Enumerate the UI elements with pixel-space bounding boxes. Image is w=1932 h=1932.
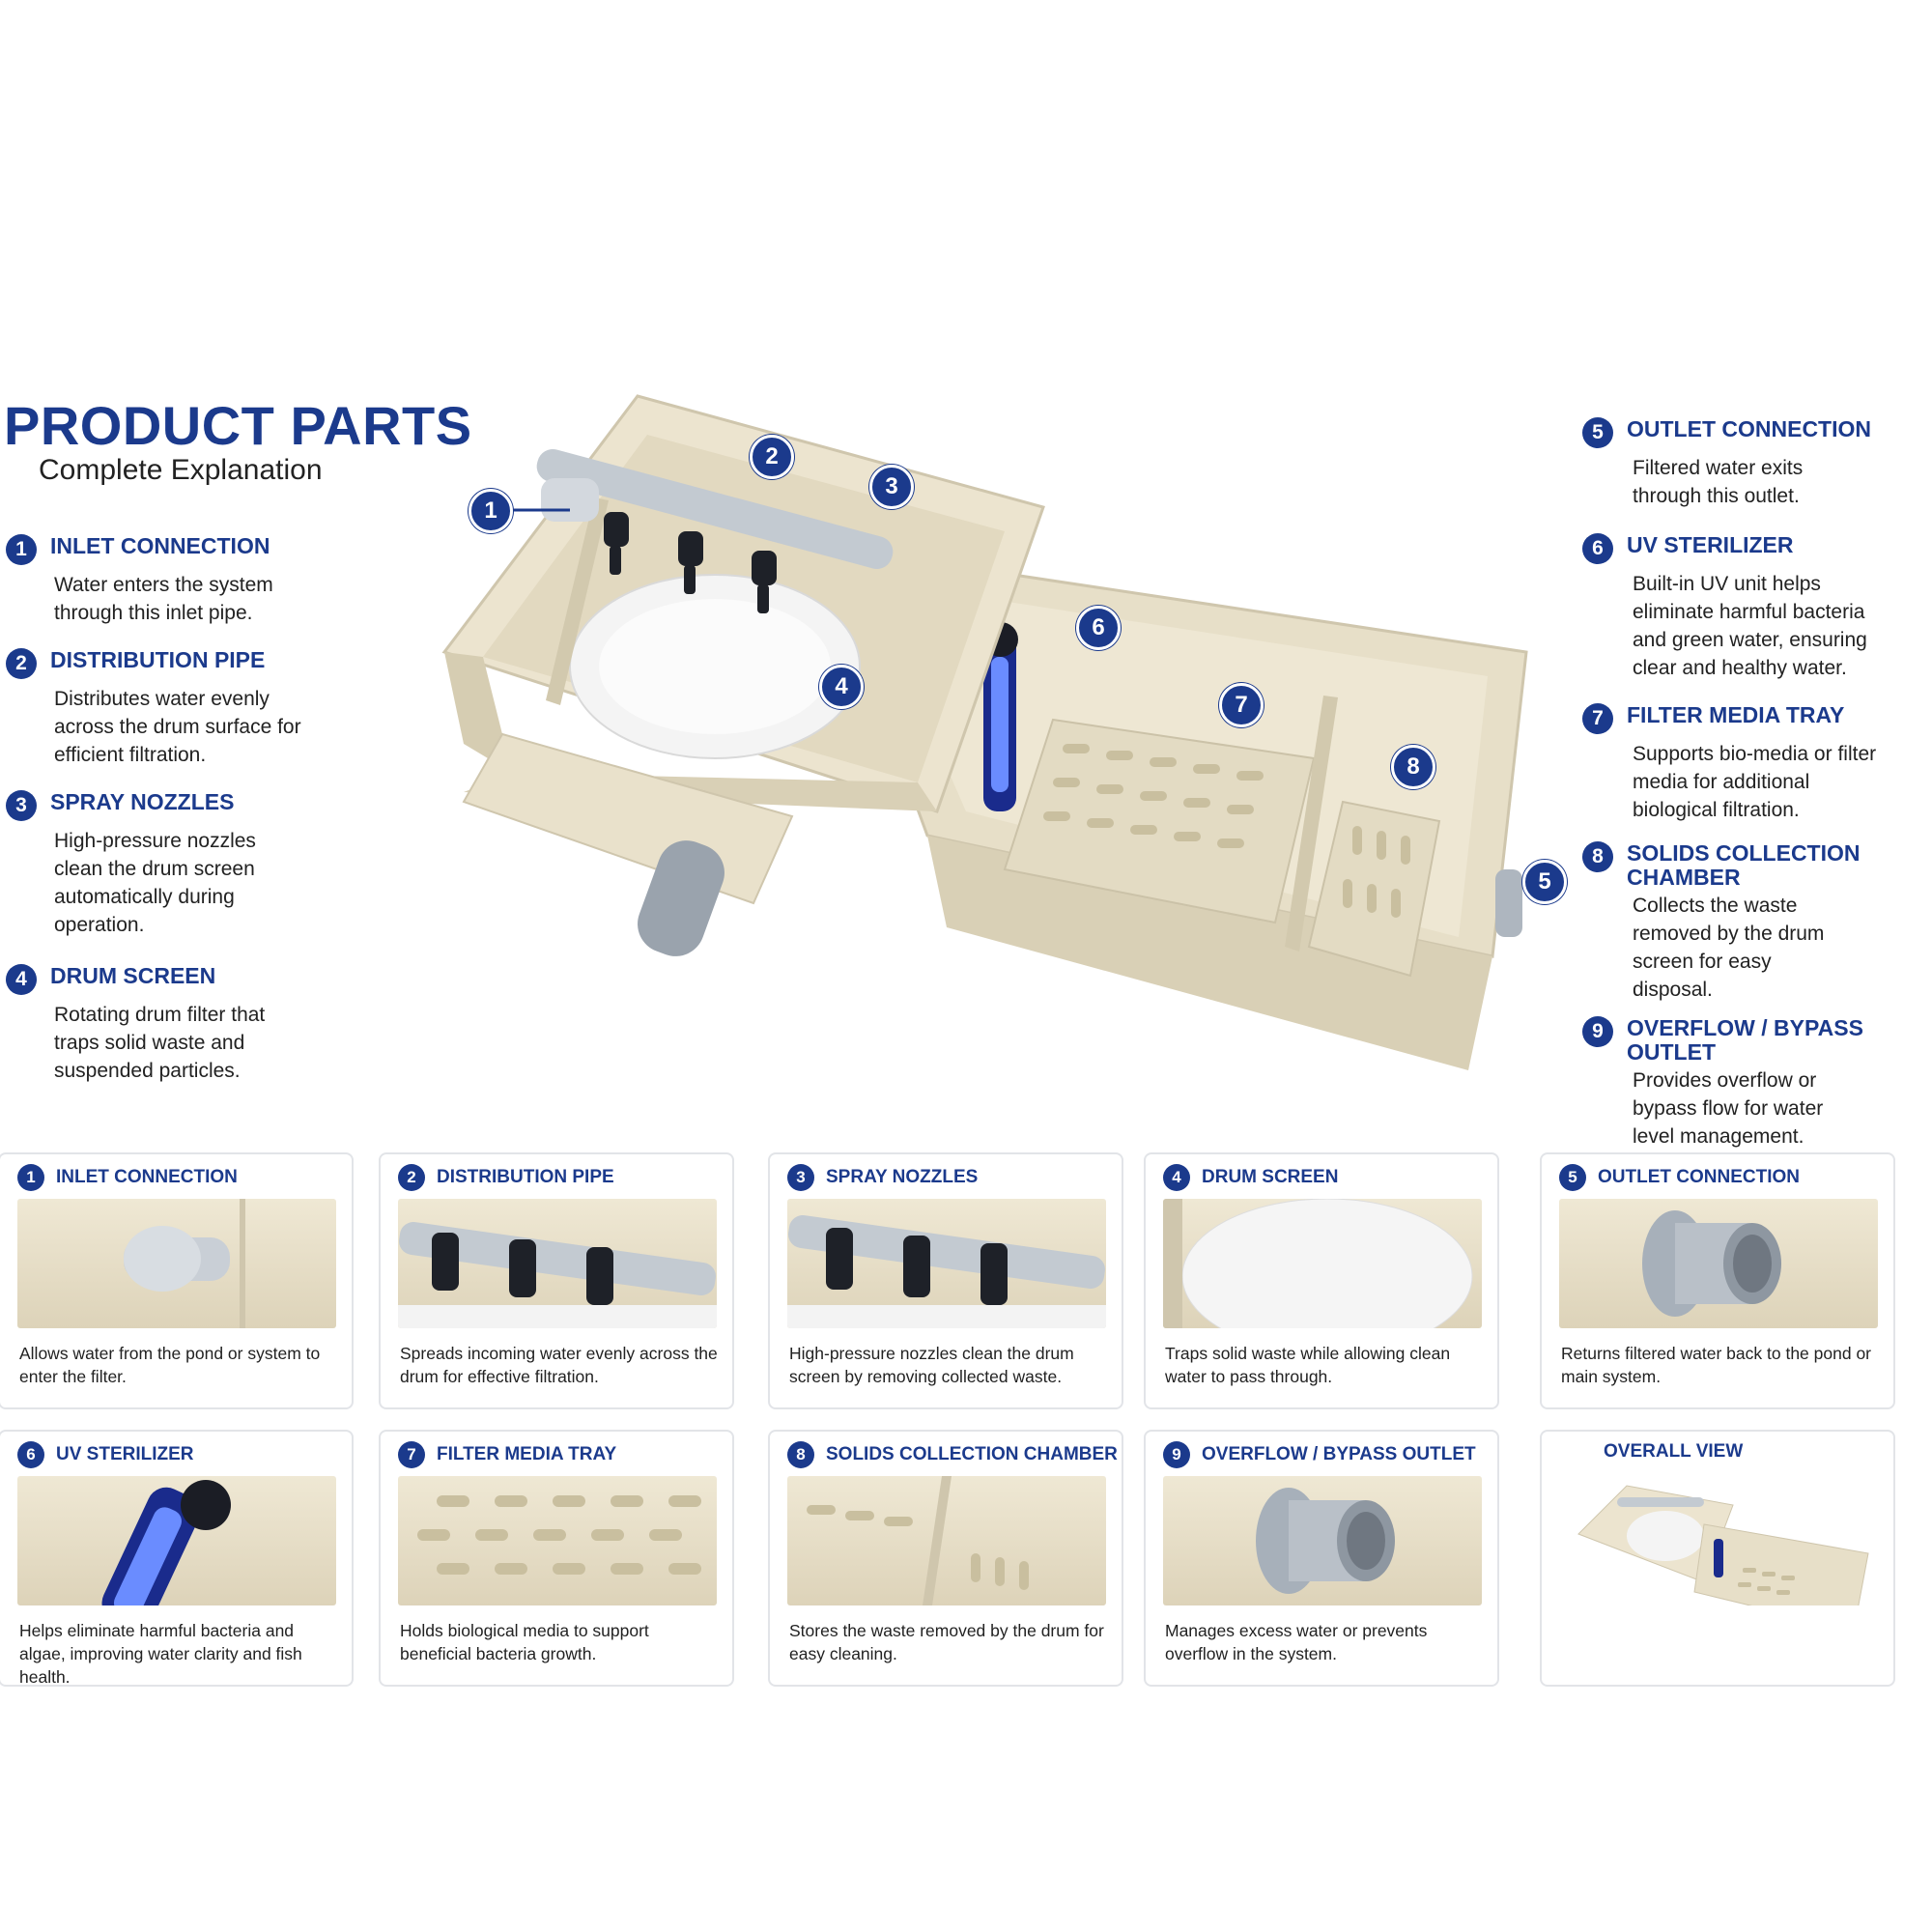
part-description: Provides overflow or bypass flow for wat… — [1633, 1069, 1824, 1148]
part-item: 2 DISTRIBUTION PIPE Distributes water eve… — [6, 648, 334, 769]
part-description: Supports bio-media or filter media for a… — [1633, 743, 1877, 821]
part-name: SOLIDS COLLECTION CHAMBER — [1627, 840, 1861, 890]
part-card: 3 SPRAY NOZZLES High-pressure nozzles cle… — [768, 1152, 1123, 1409]
callout-badge: 5 — [1522, 860, 1567, 904]
media-tray-thumbnail — [398, 1476, 717, 1605]
overflow-thumbnail — [1163, 1476, 1482, 1605]
part-item: 5 OUTLET CONNECTION Filtered water exits … — [1582, 417, 1911, 510]
card-title: DRUM SCREEN — [1202, 1167, 1339, 1187]
number-badge: 9 — [1582, 1016, 1613, 1047]
page-subtitle: Complete Explanation — [39, 454, 323, 486]
number-badge: 3 — [6, 790, 37, 821]
part-card: 7 FILTER MEDIA TRAY Holds biological medi… — [379, 1430, 734, 1687]
drum-thumbnail — [1163, 1199, 1482, 1328]
number-badge: 1 — [6, 534, 37, 565]
number-badge: 2 — [398, 1164, 425, 1191]
part-card: 1 INLET CONNECTION Allows water from the … — [0, 1152, 354, 1409]
part-card: 4 DRUM SCREEN Traps solid waste while all… — [1144, 1152, 1499, 1409]
card-description: Spreads incoming water evenly across the… — [400, 1344, 718, 1386]
number-badge: 6 — [1582, 533, 1613, 564]
filter-illustration — [441, 394, 1528, 1070]
part-description: Water enters the system through this inl… — [54, 574, 273, 624]
card-description: Returns filtered water back to the pond … — [1561, 1344, 1872, 1386]
callout-badge: 6 — [1076, 606, 1121, 650]
solids-chamber-thumbnail — [787, 1476, 1106, 1605]
part-item: 4 DRUM SCREEN Rotating drum filter that t… — [6, 964, 334, 1085]
number-badge: 7 — [398, 1441, 425, 1468]
part-card: 6 UV STERILIZER Helps eliminate harmful b… — [0, 1430, 354, 1687]
card-description: Holds biological media to support benefi… — [400, 1621, 649, 1663]
card-title: OVERFLOW / BYPASS OUTLET — [1202, 1444, 1476, 1464]
inlet-thumbnail — [17, 1199, 336, 1328]
part-name: DISTRIBUTION PIPE — [50, 647, 266, 672]
number-badge: 2 — [6, 648, 37, 679]
part-item: 8 SOLIDS COLLECTION CHAMBER Collects the … — [1582, 841, 1911, 1004]
overall-view-thumbnail — [1559, 1476, 1878, 1605]
card-title: UV STERILIZER — [56, 1444, 194, 1464]
part-item: 1 INLET CONNECTION Water enters the syste… — [6, 534, 334, 627]
callout-badge: 2 — [750, 435, 794, 479]
card-title: DISTRIBUTION PIPE — [437, 1167, 614, 1187]
part-name: DRUM SCREEN — [50, 963, 216, 988]
card-description: Allows water from the pond or system to … — [19, 1344, 321, 1386]
part-description: Collects the waste removed by the drum s… — [1633, 895, 1825, 1001]
part-item: 9 OVERFLOW / BYPASS OUTLET Provides overf… — [1582, 1016, 1911, 1151]
part-card: 2 DISTRIBUTION PIPE Spreads incoming wate… — [379, 1152, 734, 1409]
uv-thumbnail — [17, 1476, 336, 1605]
number-badge: 6 — [17, 1441, 44, 1468]
part-description: High-pressure nozzles clean the drum scr… — [54, 830, 256, 936]
card-title: OUTLET CONNECTION — [1598, 1167, 1800, 1187]
part-item: 7 FILTER MEDIA TRAY Supports bio-media or… — [1582, 703, 1911, 824]
part-name: INLET CONNECTION — [50, 533, 270, 558]
card-title: SPRAY NOZZLES — [826, 1167, 979, 1187]
part-description: Distributes water evenly across the drum… — [54, 688, 301, 766]
nozzles-thumbnail — [787, 1199, 1106, 1328]
part-name: SPRAY NOZZLES — [50, 789, 235, 814]
part-card: 5 OUTLET CONNECTION Returns filtered wate… — [1540, 1152, 1895, 1409]
card-title: INLET CONNECTION — [56, 1167, 238, 1187]
callout-badge: 3 — [869, 465, 914, 509]
card-description: High-pressure nozzles clean the drum scr… — [789, 1344, 1074, 1386]
part-name: OUTLET CONNECTION — [1627, 416, 1871, 441]
card-title: SOLIDS COLLECTION CHAMBER — [826, 1444, 1118, 1464]
part-description: Filtered water exits through this outlet… — [1633, 457, 1804, 507]
number-badge: 8 — [787, 1441, 814, 1468]
number-badge: 4 — [6, 964, 37, 995]
number-badge: 3 — [787, 1164, 814, 1191]
part-name: OVERFLOW / BYPASS OUTLET — [1627, 1015, 1863, 1065]
part-card: 8 SOLIDS COLLECTION CHAMBER Stores the wa… — [768, 1430, 1123, 1687]
number-badge: 7 — [1582, 703, 1613, 734]
number-badge: 9 — [1163, 1441, 1190, 1468]
number-badge: 5 — [1582, 417, 1613, 448]
part-name: UV STERILIZER — [1627, 532, 1794, 557]
number-badge: 5 — [1559, 1164, 1586, 1191]
part-description: Built-in UV unit helps eliminate harmful… — [1633, 573, 1867, 679]
part-item: 6 UV STERILIZER Built-in UV unit helps el… — [1582, 533, 1911, 682]
overview-card: OVERALL VIEW — [1540, 1430, 1895, 1687]
card-title: OVERALL VIEW — [1604, 1441, 1744, 1462]
outlet-thumbnail — [1559, 1199, 1878, 1328]
page-title: PRODUCT PARTS — [4, 395, 472, 456]
part-card: 9 OVERFLOW / BYPASS OUTLET Manages excess… — [1144, 1430, 1499, 1687]
card-description: Helps eliminate harmful bacteria and alg… — [19, 1621, 302, 1687]
number-badge: 8 — [1582, 841, 1613, 872]
card-description: Traps solid waste while allowing clean w… — [1165, 1344, 1451, 1386]
callout-badge: 7 — [1219, 683, 1264, 727]
card-title: FILTER MEDIA TRAY — [437, 1444, 617, 1464]
callout-badge: 4 — [819, 665, 864, 709]
number-badge: 1 — [17, 1164, 44, 1191]
card-description: Manages excess water or prevents overflo… — [1165, 1621, 1428, 1663]
number-badge: 4 — [1163, 1164, 1190, 1191]
card-description: Stores the waste removed by the drum for… — [789, 1621, 1104, 1663]
distribution-thumbnail — [398, 1199, 717, 1328]
callout-badge: 8 — [1391, 745, 1435, 789]
part-name: FILTER MEDIA TRAY — [1627, 702, 1845, 727]
callout-badge: 1 — [469, 489, 513, 533]
part-description: Rotating drum filter that traps solid wa… — [54, 1004, 266, 1082]
part-item: 3 SPRAY NOZZLES High-pressure nozzles cle… — [6, 790, 334, 939]
